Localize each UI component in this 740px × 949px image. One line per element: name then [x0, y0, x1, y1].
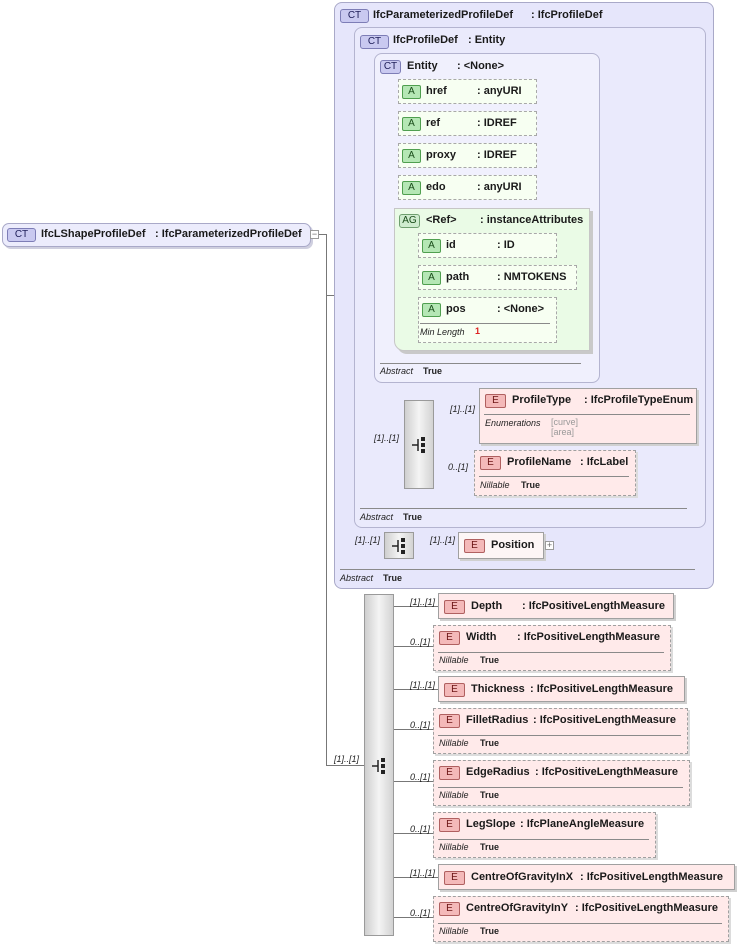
- element-icon: E: [439, 714, 460, 728]
- position-seq-card: [1]..[1]: [355, 535, 381, 545]
- attribute-icon: A: [402, 117, 421, 131]
- element-centre-of-gravity-y[interactable]: E CentreOfGravityInY : IfcPositiveLength…: [433, 896, 729, 942]
- attribute-icon: A: [422, 303, 441, 317]
- entity-name: Entity: [407, 60, 438, 72]
- element-icon: E: [480, 456, 501, 470]
- attr-group-name: <Ref>: [426, 214, 457, 226]
- entity-type: : <None>: [457, 60, 505, 72]
- element-icon: E: [464, 539, 485, 553]
- ct-icon: CT: [340, 9, 369, 23]
- plus-toggle-icon[interactable]: +: [545, 540, 554, 550]
- element-centre-of-gravity-x[interactable]: E CentreOfGravityInX : IfcPositiveLength…: [438, 864, 735, 890]
- attribute-href[interactable]: A href : anyURI: [398, 79, 537, 104]
- element-profile-name[interactable]: E ProfileName : IfcLabel Nillable True: [474, 450, 636, 496]
- sequence-icon: [372, 758, 385, 774]
- entity-abstract-label: Abstract: [380, 366, 414, 376]
- attribute-ref[interactable]: A ref : IDREF: [398, 111, 537, 136]
- element-icon: E: [439, 818, 460, 832]
- element-edge-radius[interactable]: E EdgeRadius : IfcPositiveLengthMeasure …: [433, 760, 690, 806]
- element-icon: E: [444, 600, 465, 614]
- element-depth[interactable]: E Depth : IfcPositiveLengthMeasure: [438, 593, 674, 619]
- attribute-edo[interactable]: A edo : anyURI: [398, 175, 537, 200]
- ct-icon: CT: [7, 228, 36, 242]
- element-icon: E: [439, 902, 460, 916]
- param-abstract-label: Abstract: [340, 573, 374, 583]
- element-icon: E: [439, 631, 460, 645]
- sequence-icon: [392, 538, 405, 554]
- profile-name-card: 0..[1]: [448, 462, 469, 472]
- element-width[interactable]: E Width : IfcPositiveLengthMeasure Nilla…: [433, 625, 671, 671]
- profile-seq-card: [1]..[1]: [374, 433, 400, 443]
- element-icon: E: [485, 394, 506, 408]
- element-thickness[interactable]: E Thickness : IfcPositiveLengthMeasure: [438, 676, 685, 702]
- root-complex-type[interactable]: CT IfcLShapeProfileDef : IfcParameterize…: [2, 223, 311, 247]
- ct-icon: CT: [380, 60, 401, 74]
- attribute-pos[interactable]: A pos : <None> Min Length 1: [418, 297, 557, 343]
- profile-sequence[interactable]: [404, 400, 434, 489]
- param-type: : IfcProfileDef: [531, 9, 603, 21]
- attribute-path[interactable]: A path : NMTOKENS: [418, 265, 577, 290]
- minus-toggle-icon[interactable]: −: [310, 229, 319, 239]
- attribute-icon: A: [422, 271, 441, 285]
- attr-group-type: : instanceAttributes: [480, 214, 584, 226]
- attribute-icon: A: [422, 239, 441, 253]
- element-position[interactable]: E Position: [458, 532, 544, 559]
- position-sequence[interactable]: [384, 532, 414, 559]
- profiledef-abstract-label: Abstract: [360, 512, 394, 522]
- main-seq-card: [1]..[1]: [334, 754, 360, 764]
- attribute-icon: A: [402, 181, 421, 195]
- attribute-icon: A: [402, 85, 421, 99]
- attribute-group-icon: AG: [399, 214, 420, 228]
- attribute-id[interactable]: A id : ID: [418, 233, 557, 258]
- element-leg-slope[interactable]: E LegSlope : IfcPlaneAngleMeasure Nillab…: [433, 812, 656, 858]
- sequence-icon: [412, 437, 425, 453]
- position-card: [1]..[1]: [430, 535, 456, 545]
- main-sequence[interactable]: [364, 594, 394, 936]
- attribute-icon: A: [402, 149, 421, 163]
- profiledef-name: IfcProfileDef: [393, 34, 458, 46]
- element-icon: E: [444, 871, 465, 885]
- element-icon: E: [439, 766, 460, 780]
- attribute-proxy[interactable]: A proxy : IDREF: [398, 143, 537, 168]
- param-abstract-value: True: [383, 573, 403, 583]
- param-name: IfcParameterizedProfileDef: [373, 9, 513, 21]
- root-type: : IfcParameterizedProfileDef: [155, 228, 302, 240]
- profiledef-type: : Entity: [468, 34, 506, 46]
- element-icon: E: [444, 683, 465, 697]
- element-fillet-radius[interactable]: E FilletRadius : IfcPositiveLengthMeasur…: [433, 708, 688, 754]
- ct-icon: CT: [360, 35, 389, 49]
- profile-type-card: [1]..[1]: [450, 404, 476, 414]
- profiledef-abstract-value: True: [403, 512, 423, 522]
- element-profile-type[interactable]: E ProfileType : IfcProfileTypeEnum Enume…: [479, 388, 697, 444]
- entity-abstract-value: True: [423, 366, 443, 376]
- root-name: IfcLShapeProfileDef: [41, 228, 146, 240]
